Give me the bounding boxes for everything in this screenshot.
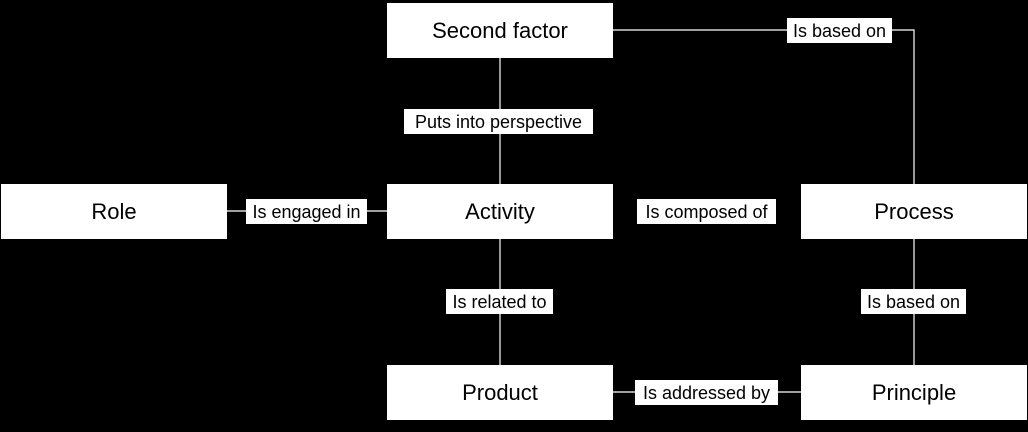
edge-label-is-engaged-in: Is engaged in xyxy=(246,199,367,224)
edge-label-bg xyxy=(404,109,593,134)
edge-label-bg xyxy=(635,380,778,405)
edge-label-bg xyxy=(246,199,367,224)
edge-label-text: Is related to xyxy=(452,292,546,312)
node-label: Activity xyxy=(465,199,535,224)
node-label: Role xyxy=(91,199,136,224)
node-box xyxy=(387,365,613,420)
node-label: Principle xyxy=(872,380,956,405)
edge-label-text: Is addressed by xyxy=(643,383,770,403)
node-principle: Principle xyxy=(801,365,1027,420)
node-box xyxy=(801,365,1027,420)
node-activity: Activity xyxy=(387,184,613,239)
node-second-factor: Second factor xyxy=(387,3,613,58)
node-process: Process xyxy=(801,184,1027,239)
node-label: Second factor xyxy=(432,18,568,43)
edge-label-is-composed-of: Is composed of xyxy=(637,199,776,224)
edge-label-text: Is based on xyxy=(867,292,960,312)
node-box xyxy=(801,184,1027,239)
node-box xyxy=(387,3,613,58)
edge-line-second-factor-process xyxy=(612,29,915,184)
node-label: Process xyxy=(874,199,953,224)
edge-label-puts-into-perspective: Puts into perspective xyxy=(404,109,593,134)
edge-label-bg xyxy=(787,18,892,43)
node-product: Product xyxy=(387,365,613,420)
edge-label-is-based-on-right: Is based on xyxy=(861,289,966,314)
edge-label-bg xyxy=(446,289,553,314)
edge-label-text: Is engaged in xyxy=(252,202,360,222)
edge-label-is-based-on-top: Is based on xyxy=(787,18,892,43)
edge-label-is-addressed-by: Is addressed by xyxy=(635,380,778,405)
node-role: Role xyxy=(1,184,227,239)
edge-label-is-related-to: Is related to xyxy=(446,289,553,314)
edge-label-text: Is based on xyxy=(793,21,886,41)
node-box xyxy=(387,184,613,239)
node-box xyxy=(1,184,227,239)
edge-label-bg xyxy=(637,199,776,224)
edge-label-text: Is composed of xyxy=(645,202,768,222)
edge-label-bg xyxy=(861,289,966,314)
edge-label-text: Puts into perspective xyxy=(415,112,582,132)
node-label: Product xyxy=(462,380,538,405)
